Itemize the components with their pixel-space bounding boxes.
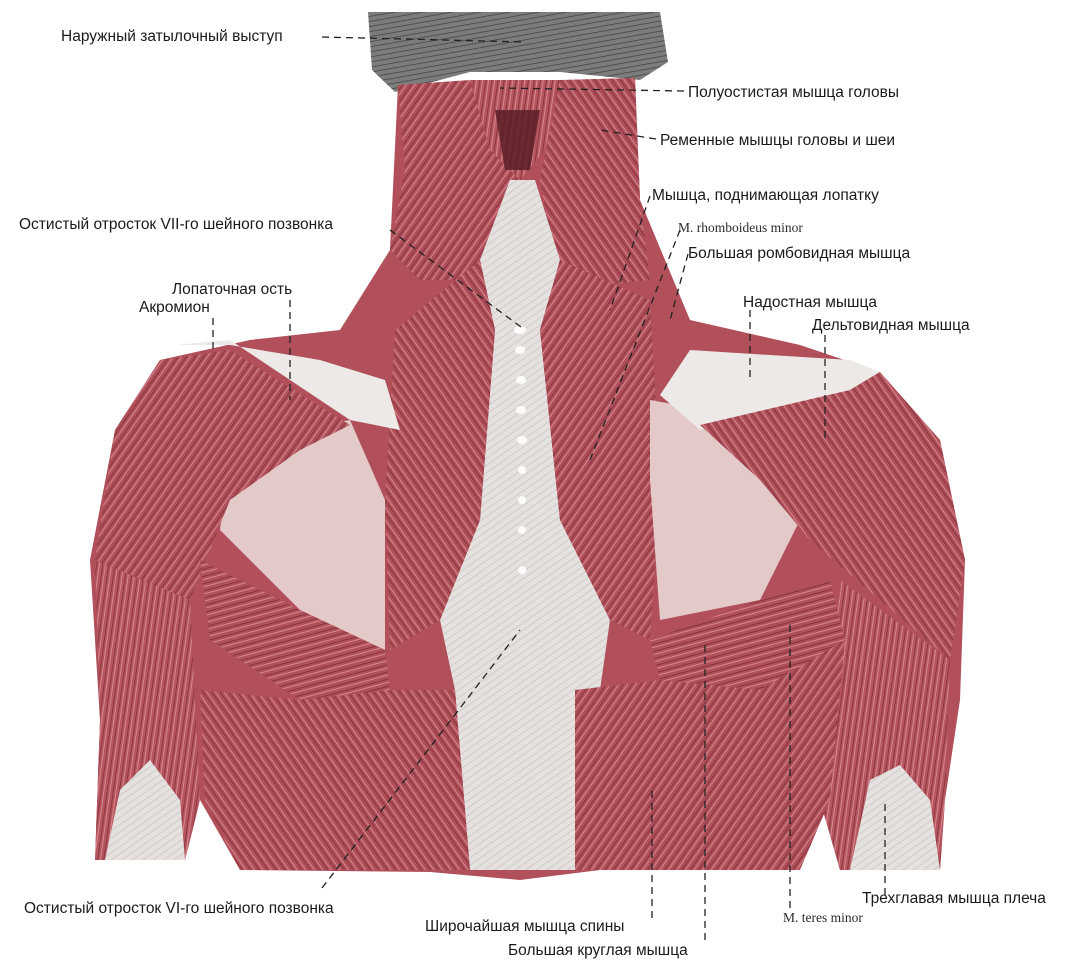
label-rhomboid-major: Большая ромбовидная мышца	[688, 245, 911, 262]
left-rhomboid-region	[385, 260, 495, 650]
label-teres-major: Большая круглая мышца	[508, 942, 688, 959]
label-latissimus-dorsi: Широчайшая мышца спины	[425, 918, 625, 935]
label-deltoid: Дельтовидная мышца	[812, 317, 970, 334]
hairline	[368, 12, 668, 92]
splenius-right	[540, 78, 650, 290]
left-teres	[200, 560, 390, 700]
spinal-aponeurosis	[440, 180, 610, 870]
label-splenius: Ременные мышцы головы и шеи	[660, 132, 896, 149]
label-teres-minor: M. teres minor	[783, 910, 863, 925]
left-scapula-spine	[175, 340, 400, 430]
label-acromion: Акромион	[139, 299, 210, 316]
label-triceps: Трехглавая мышца плеча	[862, 890, 1046, 907]
label-c7-spinous: Остистый отросток VII-го шейного позвонк…	[19, 216, 333, 233]
right-latissimus	[575, 640, 845, 870]
left-latissimus	[200, 690, 470, 870]
left-upper-arm	[95, 560, 200, 860]
label-levator-scapulae: Мышца, поднимающая лопатку	[652, 187, 879, 204]
spinous-processes	[514, 326, 527, 574]
label-occipital-protuberance: Наружный затылочный выступ	[61, 28, 283, 45]
leader-lines	[212, 36, 886, 940]
right-rhomboid-region	[540, 260, 660, 640]
label-c6-spinous: Остистый отросток VI-го шейного позвонка	[24, 900, 334, 917]
right-triceps-tendon	[850, 765, 940, 870]
right-teres	[650, 580, 845, 690]
right-scapula-spine	[660, 350, 880, 430]
label-semispinalis-capitis: Полуостистая мышца головы	[688, 84, 899, 101]
label-rhomboideus-minor: M. rhomboideus minor	[678, 220, 803, 235]
nape-dark	[495, 110, 540, 170]
left-triceps-tendon	[105, 760, 185, 860]
left-deltoid	[95, 350, 350, 640]
label-scapular-spine: Лопаточная ость	[172, 281, 293, 298]
right-deltoid	[700, 372, 965, 660]
label-supraspinatus: Надостная мышца	[743, 294, 877, 311]
